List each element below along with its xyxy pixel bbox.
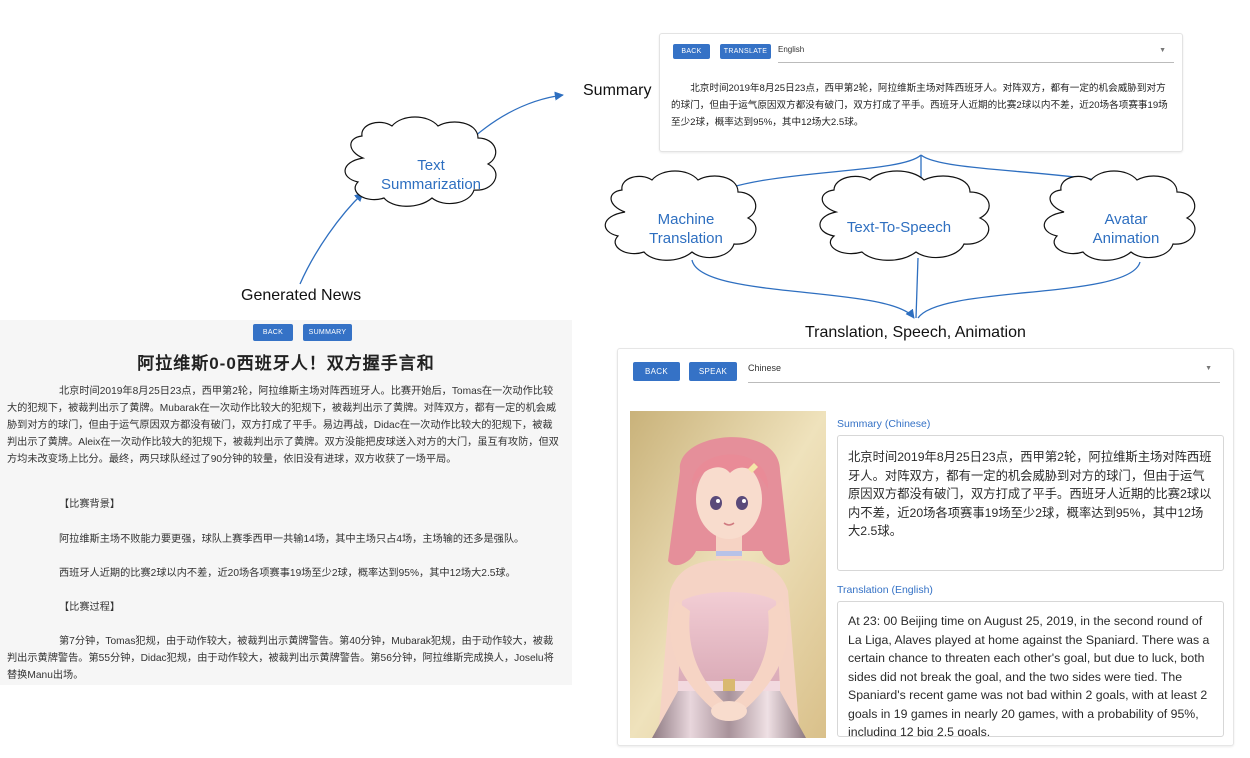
cloud-text-to-speech: Text-To-Speech (819, 170, 990, 261)
language-select[interactable]: English ▼ (778, 45, 1174, 63)
summary-text: 北京时间2019年8月25日23点，西甲第2轮，阿拉维斯主场对阵西班牙人。对阵双… (671, 83, 1168, 128)
news-paragraph: 北京时间2019年8月25日23点，西甲第2轮，阿拉维斯主场对阵西班牙人。比赛开… (7, 386, 559, 465)
back-button[interactable]: BACK (673, 44, 710, 59)
news-title: 阿拉维斯0-0西班牙人！双方握手言和 (137, 354, 435, 373)
news-paragraph: 【比赛背景】 (59, 499, 121, 510)
summary-button[interactable]: SUMMARY (303, 324, 352, 341)
summary-chinese-text[interactable]: 北京时间2019年8月25日23点，西甲第2轮，阿拉维斯主场对阵西班牙人。对阵双… (837, 435, 1224, 571)
speak-button[interactable]: SPEAK (689, 362, 737, 381)
news-paragraph: 西班牙人近期的比赛2球以内不差，近20场各项赛事19场至少2球，概率达到95%，… (59, 568, 516, 579)
language-select[interactable]: Chinese ▼ (748, 363, 1220, 383)
generated-news-label: Generated News (241, 287, 362, 304)
cloud-text-summarization: Text Summarization (344, 116, 497, 207)
avatar-image (630, 411, 826, 738)
translation-english-text[interactable]: At 23: 00 Beijing time on August 25, 201… (837, 601, 1224, 737)
cloud-machine-translation-line1: Machine (658, 211, 715, 228)
summary-label: Summary (583, 82, 652, 99)
cloud-text-summarization-line2: Summarization (381, 176, 481, 193)
arrow-avatar-to-output (917, 261, 1141, 319)
news-card: BACK SUMMARY 阿拉维斯0-0西班牙人！双方握手言和 北京时间2019… (0, 320, 572, 685)
chevron-down-icon: ▼ (1205, 365, 1212, 372)
cloud-avatar-animation: Avatar Animation (1043, 170, 1196, 261)
arrow-summary-to-mt (705, 154, 922, 198)
arrow-news-to-summarization (299, 192, 364, 285)
translate-button[interactable]: TRANSLATE (720, 44, 771, 59)
arrow-summarization-to-summary (459, 91, 564, 151)
news-paragraph: 第7分钟，Tomas犯规，由于动作较大，被裁判出示黄牌警告。第40分钟，Muba… (7, 636, 554, 681)
cloud-text-summarization-line1: Text (417, 157, 445, 174)
news-paragraph: 阿拉维斯主场不败能力要更强，球队上赛季西甲一共输14场，其中主场只占4场，主场输… (59, 534, 525, 545)
back-button[interactable]: BACK (253, 324, 293, 341)
back-button[interactable]: BACK (633, 362, 680, 381)
chevron-down-icon: ▼ (1159, 47, 1166, 54)
output-card: BACK SPEAK Chinese ▼ (617, 348, 1234, 746)
language-select-value: English (778, 45, 805, 54)
summary-card: BACK TRANSLATE English ▼ 北京时间2019年8月25日2… (659, 33, 1183, 152)
cloud-avatar-animation-line2: Animation (1093, 230, 1160, 247)
summary-chinese-label: Summary (Chinese) (837, 418, 931, 430)
cloud-text-to-speech-line1: Text-To-Speech (847, 219, 951, 236)
arrow-summary-to-avatar (920, 154, 1159, 198)
translation-english-label: Translation (English) (837, 584, 933, 596)
language-select-value: Chinese (748, 363, 782, 373)
arrow-tts-to-output (915, 257, 919, 319)
cloud-machine-translation: Machine Translation (604, 170, 757, 261)
cloud-machine-translation-line2: Translation (649, 230, 723, 247)
cloud-avatar-animation-line1: Avatar (1104, 211, 1147, 228)
translation-speech-animation-label: Translation, Speech, Animation (805, 324, 1026, 341)
arrow-mt-to-output (691, 259, 915, 319)
news-paragraph: 【比赛过程】 (59, 602, 121, 613)
